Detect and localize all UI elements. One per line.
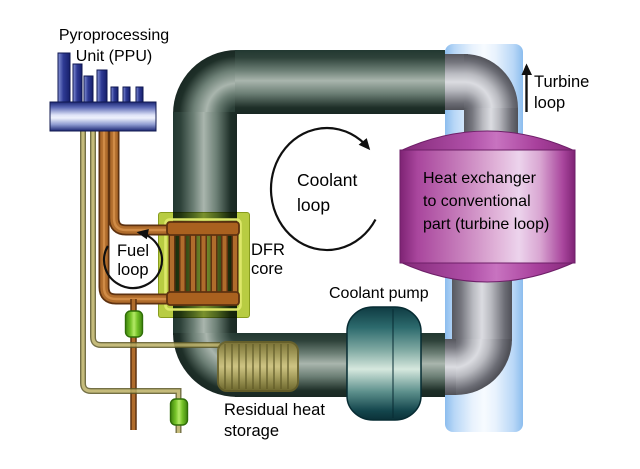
auxiliary-lines (80, 131, 220, 433)
valve-fuel-drain (124, 310, 144, 338)
heat-exchanger-label-line2: to conventional (423, 193, 531, 210)
ppu-bar (122, 86, 131, 104)
fuel-loop-counterclockwise-arrow-icon (102, 229, 164, 290)
ppu-label-line2: Unit (PPU) (75, 48, 153, 65)
ppu-label-line1: Pyroprocessing (58, 27, 170, 44)
dfr-core-label-line1: DFR (251, 241, 285, 259)
residual-heat-storage-label-line1: Residual heat (224, 401, 325, 419)
dfr-core-label-line2: core (251, 260, 284, 278)
coolant-pump-shape (346, 306, 422, 421)
ppu-bar (135, 86, 144, 104)
heat-exchanger-body (399, 149, 576, 264)
turbine-loop-label-line2: loop (534, 94, 566, 112)
turbine-loop-label: Turbine loop (534, 72, 614, 114)
ppu-bar (96, 69, 108, 104)
dfr-core-inner-frame (164, 218, 242, 311)
coolant-loop-clockwise-arrow-icon (269, 126, 377, 252)
coolant-pump-label: Coolant pump (329, 285, 449, 303)
steam-pipe-bottom-stub (444, 339, 456, 395)
coolant-loop-label-line2: loop (297, 195, 331, 215)
dfr-core-tubes (166, 221, 240, 306)
ppu-graphic (49, 52, 157, 132)
heat-exchanger (399, 130, 576, 283)
ppu-bar (83, 75, 94, 104)
fuel-loop-label: Fuel loop (102, 242, 164, 280)
heat-exchanger-label-line3: part (turbine loop) (423, 216, 550, 233)
residual-heat-storage-label: Residual heat storage (224, 400, 344, 442)
fuel-loop-label-line2: loop (117, 261, 149, 279)
ppu-bar (72, 63, 83, 104)
dfr-core-label: DFR core (251, 241, 321, 279)
residual-heat-storage-tank (217, 341, 299, 392)
ppu-base (49, 101, 157, 132)
heat-exchanger-label-line1: Heat exchanger (423, 170, 536, 187)
coolant-pump-label-text: Coolant pump (329, 285, 429, 302)
coolant-loop-label-line1: Coolant (297, 170, 358, 190)
fuel-loop-label-line1: Fuel (116, 242, 150, 260)
ppu-bar (110, 86, 119, 104)
residual-heat-storage-label-line2: storage (224, 422, 280, 440)
valve-auxiliary-line (169, 398, 189, 426)
fuel-pipes (98, 131, 172, 305)
turbine-loop-label-line1: Turbine (534, 73, 590, 91)
ppu-label: Pyroprocessing Unit (PPU) (38, 25, 190, 67)
heat-exchanger-label: Heat exchanger to conventional part (tur… (423, 167, 573, 236)
coolant-pipe-top (235, 50, 445, 114)
coolant-loop-label: Coolant loop (297, 168, 392, 218)
